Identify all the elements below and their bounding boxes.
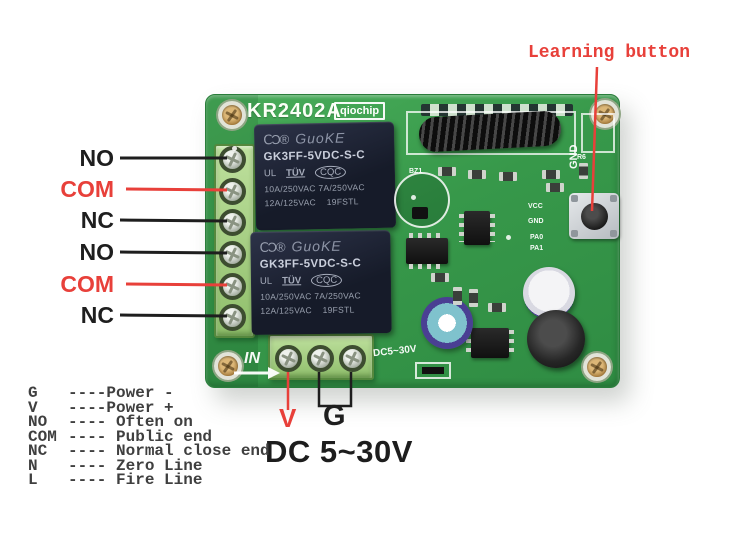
relay-brand: GuoKE [291,237,342,255]
terminal-screw-no2 [219,241,246,268]
relay-rating-line2: 12A/125VAC 19FSTL [264,196,359,209]
mounting-screw-top-left [218,101,246,129]
pa0-pad-label: PA0 [530,234,544,241]
bz1-refdes: BZ1 [409,168,423,175]
legend-row-v: V----Power + [28,398,174,417]
gnd-pad-label: GND [528,218,544,225]
label-nc1: NC [80,207,114,233]
button-cap [580,202,608,230]
relay-model: GK3FF-5VDC-S-C [263,149,366,164]
relay-2: ⅭƆ® GuoKE GK3FF-5VDC-S-C UL TÜV CQC 10A/… [250,230,392,335]
terminal-screw-com2 [219,273,246,300]
relay-rating-line1: 10A/250VAC 7A/250VAC [260,290,361,302]
terminal-screw-gnd2 [339,345,366,372]
cert-tuv-mark: TÜV [282,275,302,287]
legend-row-no: NO---- Often on [28,413,193,431]
smd-resistor [546,183,564,192]
smd-resistor [499,172,517,181]
cert-cqc-mark: CQC [311,273,343,288]
g-power-label: G [323,400,346,432]
cert-cqc-mark: CQC [314,165,347,180]
relay-model: GK3FF-5VDC-S-C [259,257,362,271]
terminal-screw-com1 [219,178,246,205]
terminal-screw-gnd1 [307,345,334,372]
legend-row-com: COM---- Public end [28,427,213,446]
dc-range-silkscreen: DC5~30V [372,343,418,360]
smd-diode [415,362,451,379]
label-nc2: NC [80,302,114,328]
terminal-screw-vplus [275,345,302,372]
label-com2: COM [60,271,114,297]
mounting-screw-bottom-right [583,353,611,381]
inductor [527,310,585,368]
terminal-screw-nc2 [219,304,246,331]
label-com1: COM [60,176,114,202]
ic-chip [466,328,514,358]
legend-row-n: N---- Zero Line [28,456,203,475]
pa1-pad-label: PA1 [530,245,544,252]
buzzer-outline [394,172,450,228]
label-no2: NO [79,239,115,265]
smd-resistor [469,289,478,307]
relay-logo-icon: ⅭƆ® [263,131,289,148]
antenna-coil [418,110,562,153]
pcb-model-silkscreen: KR2402A [247,100,342,122]
relay-rating-line2: 12A/125VAC 19FSTL [260,304,355,316]
antenna-silkscreen-outline [406,111,576,155]
v-power-label: V [279,403,297,433]
smd-resistor [488,303,506,312]
relay-rating-line1: 10A/250VAC 7A/250VAC [264,182,366,195]
smd-resistor [453,287,462,305]
terminal-screw-nc1 [219,209,246,236]
legend-row-nc: NC---- Normal close end [28,442,270,460]
pcb-board: KR2402A qiochip ⅭƆ® GuoKE GK3FF-5VDC-S-C [205,94,620,388]
electrolytic-capacitor [421,297,473,349]
transistor [412,207,428,219]
relay-logo-icon: ⅭƆ® [259,239,285,255]
learning-push-button [569,193,619,239]
smd-resistor [438,167,456,176]
terminal-screw-no1 [219,146,246,173]
in-arrow-icon [234,367,280,379]
via-dot [506,235,511,240]
pin-legend: G----Power - V----Power + NO---- Often o… [28,384,270,489]
via-dot [232,146,237,151]
legend-row-l: L---- Fire Line [28,471,203,489]
cert-ul-mark: UL [263,168,277,180]
via-dot [411,195,416,200]
smd-resistor [431,273,449,282]
legend-row-g: G----Power - [28,384,174,402]
r6-refdes: R6 [577,154,586,161]
pcb-brand-badge: qiochip [334,102,386,120]
silkscreen-box [581,113,615,153]
ic-chip [459,211,495,245]
relay-brand: GuoKE [295,129,346,147]
ic-chip [406,233,448,269]
label-no1: NO [79,145,115,171]
in-silkscreen: IN [244,350,260,367]
learning-button-label: Learning button [528,43,691,63]
smd-resistor [579,163,588,179]
dc-voltage-range-label: DC 5~30V [265,434,413,469]
smd-resistor [468,170,486,179]
cert-tuv-mark: TÜV [285,167,306,179]
mounting-screw-bottom-left [214,352,242,380]
relay-1: ⅭƆ® GuoKE GK3FF-5VDC-S-C UL TÜV CQC 10A/… [253,121,397,231]
cert-ul-mark: UL [259,275,273,287]
smd-resistor [542,170,560,179]
vcc-pad-label: VCC [528,203,543,210]
